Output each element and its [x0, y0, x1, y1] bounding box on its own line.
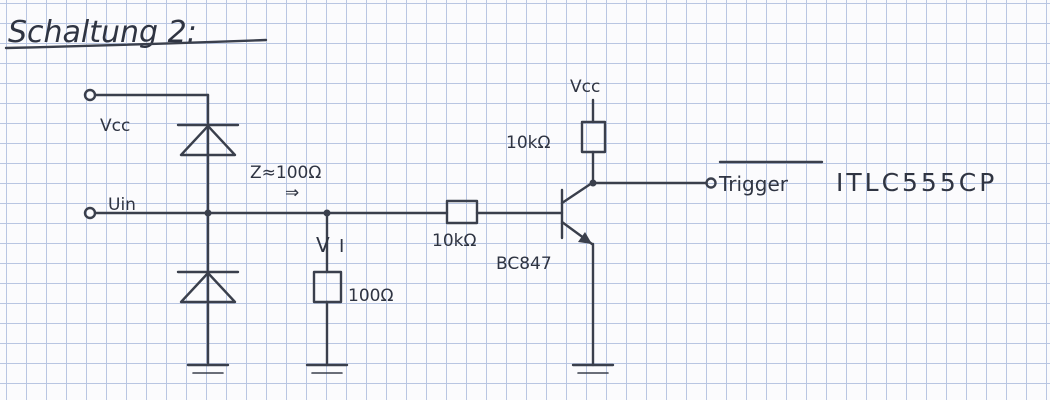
uin-label: Uin: [108, 195, 136, 215]
base-resistor-label: 10kΩ: [432, 231, 476, 251]
collector-resistor-label: 10kΩ: [506, 133, 550, 153]
ground-symbol: [186, 363, 230, 374]
transistor-label: BC847: [496, 254, 552, 274]
vcc-left-label: Vcc: [100, 116, 130, 136]
load-resistor: [312, 270, 343, 304]
vcc-terminal: [83, 88, 97, 102]
trigger-ic-label: ITLC555CP: [836, 168, 997, 197]
voltage-mark: I: [339, 236, 344, 257]
impedance-arrow: ⇒: [285, 183, 299, 203]
upper-diode: [176, 93, 240, 215]
uin-terminal: [83, 206, 97, 220]
title-underline: [4, 38, 268, 50]
lower-diode: [176, 211, 240, 367]
ground-symbol: [571, 363, 615, 374]
collector-resistor: [580, 120, 607, 154]
vcc-top-label: Vcc: [570, 77, 600, 97]
transistor-bc847: [560, 181, 594, 246]
voltage-arrow: V: [316, 233, 330, 257]
trigger-label: Trigger: [718, 172, 789, 196]
diode-junction-dot: [204, 209, 212, 217]
trigger-terminal: [705, 177, 717, 189]
base-resistor: [445, 199, 479, 225]
load-resistor-label: 100Ω: [348, 286, 393, 306]
ground-symbol: [305, 363, 349, 374]
impedance-label: Z≈100Ω: [250, 163, 321, 183]
